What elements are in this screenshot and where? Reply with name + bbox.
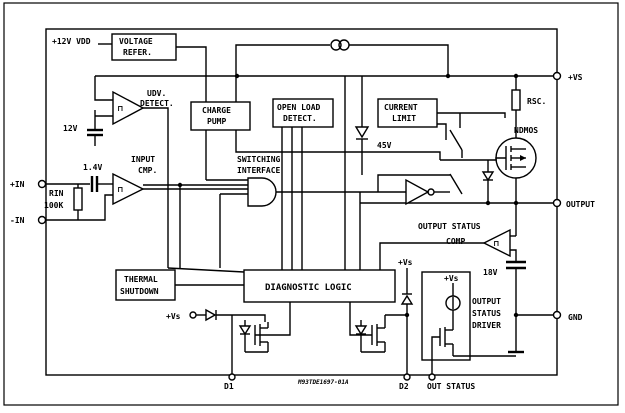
zener-diode [481, 171, 495, 182]
v12-label: 12V [63, 124, 78, 133]
v18-label: 18V [483, 268, 498, 277]
output-status-comparator [482, 228, 511, 258]
r100k-label: 100K [44, 201, 63, 210]
minus-in-pin [37, 215, 47, 225]
outer-frame [3, 2, 619, 406]
ndmos-transistor [495, 130, 537, 179]
d2-pin [403, 373, 411, 381]
status-driver-label-1: OUTPUT [472, 297, 501, 306]
v45-label: 45V [377, 141, 392, 150]
current-source-symbol [330, 39, 350, 51]
out-status-pin [428, 373, 436, 381]
v14-label: 1.4V [83, 163, 102, 172]
rin-resistor [73, 187, 83, 211]
os-comp-label-1: OUTPUT STATUS [418, 222, 481, 231]
vs-label-c: +Vs [444, 274, 459, 283]
and-gate [247, 177, 277, 207]
vdd-label: +12V VDD [52, 37, 91, 46]
svg-text:⊓: ⊓ [494, 239, 499, 248]
charge-pump-block: CHARGE PUMP [190, 101, 251, 131]
uv-label-1: UDV. [147, 89, 166, 98]
vs-pin [552, 71, 562, 81]
svg-text:DETECT.: DETECT. [283, 114, 317, 123]
uv-label-2: DETECT. [140, 99, 174, 108]
plus-in-pin [37, 179, 47, 189]
svg-text:OPEN LOAD: OPEN LOAD [277, 103, 321, 112]
ndmos-label: NDMOS [514, 126, 538, 135]
status-driver-label-3: DRIVER [472, 321, 501, 330]
uv-comparator [112, 90, 145, 126]
output-buffer [405, 178, 430, 206]
svg-text:REFER.: REFER. [123, 48, 152, 57]
svg-text:PUMP: PUMP [207, 117, 226, 126]
voltage-reference-block: VOLTAGE REFER. [111, 33, 177, 61]
rsc-resistor [511, 89, 521, 111]
vs-label-b: +Vs [398, 258, 413, 267]
svg-text:SHUTDOWN: SHUTDOWN [120, 287, 159, 296]
switching-label-1: SWITCHING [237, 155, 281, 164]
gnd-pin [552, 310, 562, 320]
svg-text:VOLTAGE: VOLTAGE [119, 37, 153, 46]
svg-text:DIAGNOSTIC LOGIC: DIAGNOSTIC LOGIC [265, 283, 352, 293]
output-pin [552, 198, 562, 208]
thermal-shutdown-block: THERMAL SHUTDOWN [115, 269, 176, 301]
minus-in-label: -IN [10, 216, 25, 225]
diagnostic-logic-block: DIAGNOSTIC LOGIC [243, 269, 396, 303]
svg-text:THERMAL: THERMAL [124, 275, 158, 284]
svg-text:⊓: ⊓ [118, 185, 123, 194]
open-load-detect-block: OPEN LOAD DETECT. [272, 98, 334, 128]
status-driver-label-2: STATUS [472, 309, 501, 318]
d1-pin [228, 373, 236, 381]
vs-label-a: +Vs [166, 312, 181, 321]
svg-text:CHARGE: CHARGE [202, 106, 231, 115]
out-status-label: OUT STATUS [427, 382, 475, 391]
switching-label-2: INTERFACE [237, 166, 281, 175]
d1-transistor [254, 318, 291, 352]
rsc-label: RSC. [527, 97, 546, 106]
output-pin-label: OUTPUT [566, 200, 595, 209]
d2-label: D2 [399, 382, 409, 391]
svg-text:CURRENT: CURRENT [384, 103, 418, 112]
rin-label: RIN [49, 189, 64, 198]
d2-transistor [349, 315, 386, 352]
vs-source-a [189, 311, 197, 319]
d1-label: D1 [224, 382, 234, 391]
vs-pin-label: +VS [568, 73, 583, 82]
svg-text:⊓: ⊓ [118, 104, 123, 113]
os-comp-label-2: COMP [446, 237, 465, 246]
input-cmp-label-1: INPUT [131, 155, 155, 164]
input-cmp-label-2: CMP. [138, 166, 157, 175]
current-limit-block: CURRENT LIMIT [377, 98, 438, 128]
input-comparator [112, 172, 145, 206]
plus-in-label: +IN [10, 180, 25, 189]
drawing-code: M93TDE1697-01A [297, 379, 349, 386]
svg-text:LIMIT: LIMIT [392, 114, 416, 123]
output-status-driver-box [421, 271, 471, 361]
gnd-label: GND [568, 313, 583, 322]
